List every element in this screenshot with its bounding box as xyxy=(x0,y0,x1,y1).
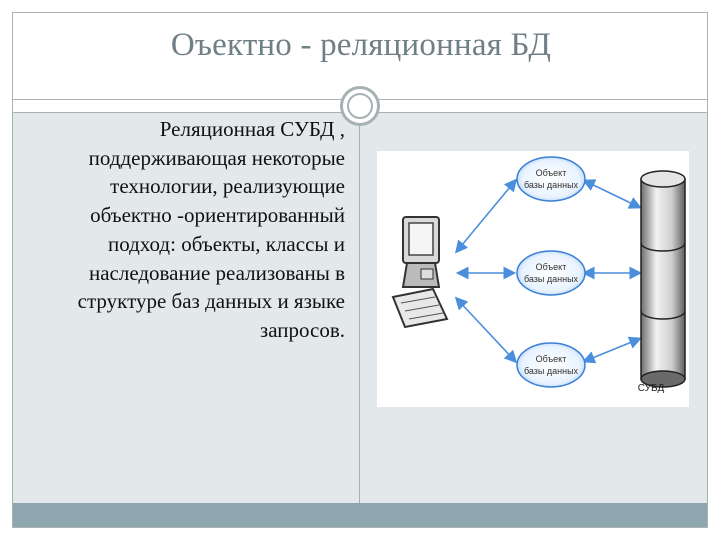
slide-frame: Оъектно - реляционная БД Реляционная СУБ… xyxy=(12,12,708,528)
object-node-1-line2: базы данных xyxy=(524,180,579,190)
arrow-computer-object-1 xyxy=(454,178,518,254)
object-node-3-line2: базы данных xyxy=(524,366,579,376)
dbms-label: СУБД xyxy=(638,383,665,394)
object-node-2: Объект базы данных xyxy=(516,250,586,296)
slide-title: Оъектно - реляционная БД xyxy=(170,27,552,63)
object-node-2-line1: Объект xyxy=(536,262,567,272)
object-node-3-line1: Объект xyxy=(536,354,567,364)
object-node-2-line2: базы данных xyxy=(524,274,579,284)
bottom-band xyxy=(13,503,707,527)
architecture-diagram: Объект базы данных Объект базы данных Об… xyxy=(377,151,689,407)
computer-icon xyxy=(391,216,449,329)
diagram-svg: Объект базы данных Объект базы данных Об… xyxy=(391,156,686,394)
object-node-1-line1: Объект xyxy=(536,168,567,178)
ring-ornament-icon xyxy=(340,86,380,126)
object-node-1: Объект базы данных xyxy=(516,156,586,202)
arrow-computer-object-3 xyxy=(454,296,518,364)
column-divider xyxy=(359,113,360,513)
ring-inner-circle xyxy=(347,93,373,119)
arrow-object-3-dbms xyxy=(582,336,642,364)
arrow-object-1-dbms xyxy=(582,179,642,209)
body-text: Реляционная СУБД , поддерживающая некото… xyxy=(77,117,345,342)
object-node-3: Объект базы данных xyxy=(516,342,586,388)
database-cylinder-icon xyxy=(640,170,686,388)
